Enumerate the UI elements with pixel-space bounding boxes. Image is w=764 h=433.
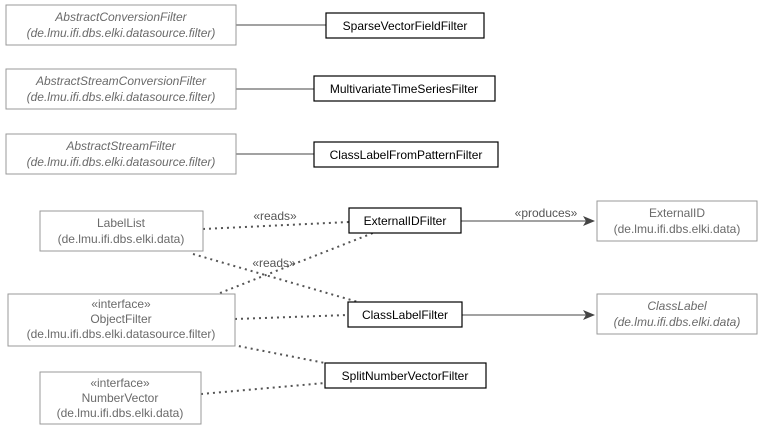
node-title: ExternalID bbox=[649, 206, 705, 220]
node-class-label-from-pattern-filter[interactable]: ClassLabelFromPatternFilter bbox=[313, 141, 499, 168]
node-title: SparseVectorFieldFilter bbox=[343, 19, 468, 33]
node-class-label[interactable]: ClassLabel (de.lmu.ifi.dbs.elki.data) bbox=[596, 293, 758, 335]
node-class-label-filter[interactable]: ClassLabelFilter bbox=[347, 301, 463, 328]
node-title: ClassLabel bbox=[647, 299, 707, 313]
node-title: ClassLabelFromPatternFilter bbox=[330, 148, 483, 162]
node-package: (de.lmu.ifi.dbs.elki.data) bbox=[614, 315, 741, 329]
node-title: NumberVector bbox=[82, 391, 159, 405]
node-package: (de.lmu.ifi.dbs.elki.datasource.filter) bbox=[27, 155, 216, 169]
node-package: (de.lmu.ifi.dbs.elki.data) bbox=[614, 222, 741, 236]
node-package: (de.lmu.ifi.dbs.elki.data) bbox=[58, 232, 185, 246]
node-external-id[interactable]: ExternalID (de.lmu.ifi.dbs.elki.data) bbox=[596, 200, 758, 242]
node-split-number-vector-filter[interactable]: SplitNumberVectorFilter bbox=[324, 362, 487, 389]
node-title: AbstractConversionFilter bbox=[54, 10, 187, 24]
edge-labellist-reads-classlabel-filter bbox=[192, 253, 359, 303]
node-package: (de.lmu.ifi.dbs.elki.datasource.filter) bbox=[27, 90, 216, 104]
node-sparse-vector-field-filter[interactable]: SparseVectorFieldFilter bbox=[325, 12, 485, 39]
node-object-filter[interactable]: «interface» ObjectFilter (de.lmu.ifi.dbs… bbox=[7, 293, 236, 347]
node-title: ExternalIDFilter bbox=[364, 214, 447, 228]
edge-label-reads-1: «reads» bbox=[253, 209, 297, 223]
node-title: ObjectFilter bbox=[90, 312, 151, 326]
node-number-vector[interactable]: «interface» NumberVector (de.lmu.ifi.dbs… bbox=[39, 371, 202, 425]
node-title: AbstractStreamFilter bbox=[65, 139, 176, 153]
edge-objectfilter-to-splitnumbervector-filter bbox=[232, 344, 331, 365]
edge-numbervector-to-splitnumbervector-filter bbox=[200, 382, 326, 395]
node-multivariate-time-series-filter[interactable]: MultivariateTimeSeriesFilter bbox=[313, 75, 496, 102]
node-label-list[interactable]: LabelList (de.lmu.ifi.dbs.elki.data) bbox=[39, 210, 204, 252]
node-package: (de.lmu.ifi.dbs.elki.data) bbox=[57, 406, 184, 420]
node-stereotype: «interface» bbox=[90, 376, 150, 390]
node-title: SplitNumberVectorFilter bbox=[342, 369, 469, 383]
edge-label-reads-2: «reads» bbox=[252, 256, 296, 270]
edge-objectfilter-to-classlabel-filter bbox=[234, 314, 349, 320]
node-title: MultivariateTimeSeriesFilter bbox=[330, 82, 478, 96]
node-external-id-filter[interactable]: ExternalIDFilter bbox=[348, 207, 462, 234]
edge-labellist-reads-externalid-filter bbox=[202, 221, 350, 230]
edge-objectfilter-to-externalid-filter bbox=[219, 232, 374, 294]
node-package: (de.lmu.ifi.dbs.elki.datasource.filter) bbox=[27, 327, 216, 341]
node-stereotype: «interface» bbox=[91, 297, 151, 311]
node-abstract-stream-conversion-filter[interactable]: AbstractStreamConversionFilter (de.lmu.i… bbox=[5, 68, 237, 110]
node-title: AbstractStreamConversionFilter bbox=[35, 74, 207, 88]
edge-label-produces: «produces» bbox=[515, 206, 578, 220]
node-title: LabelList bbox=[97, 216, 146, 230]
node-title: ClassLabelFilter bbox=[362, 308, 448, 322]
node-package: (de.lmu.ifi.dbs.elki.datasource.filter) bbox=[27, 26, 216, 40]
node-abstract-stream-filter[interactable]: AbstractStreamFilter (de.lmu.ifi.dbs.elk… bbox=[5, 133, 237, 175]
node-abstract-conversion-filter[interactable]: AbstractConversionFilter (de.lmu.ifi.dbs… bbox=[5, 4, 237, 46]
